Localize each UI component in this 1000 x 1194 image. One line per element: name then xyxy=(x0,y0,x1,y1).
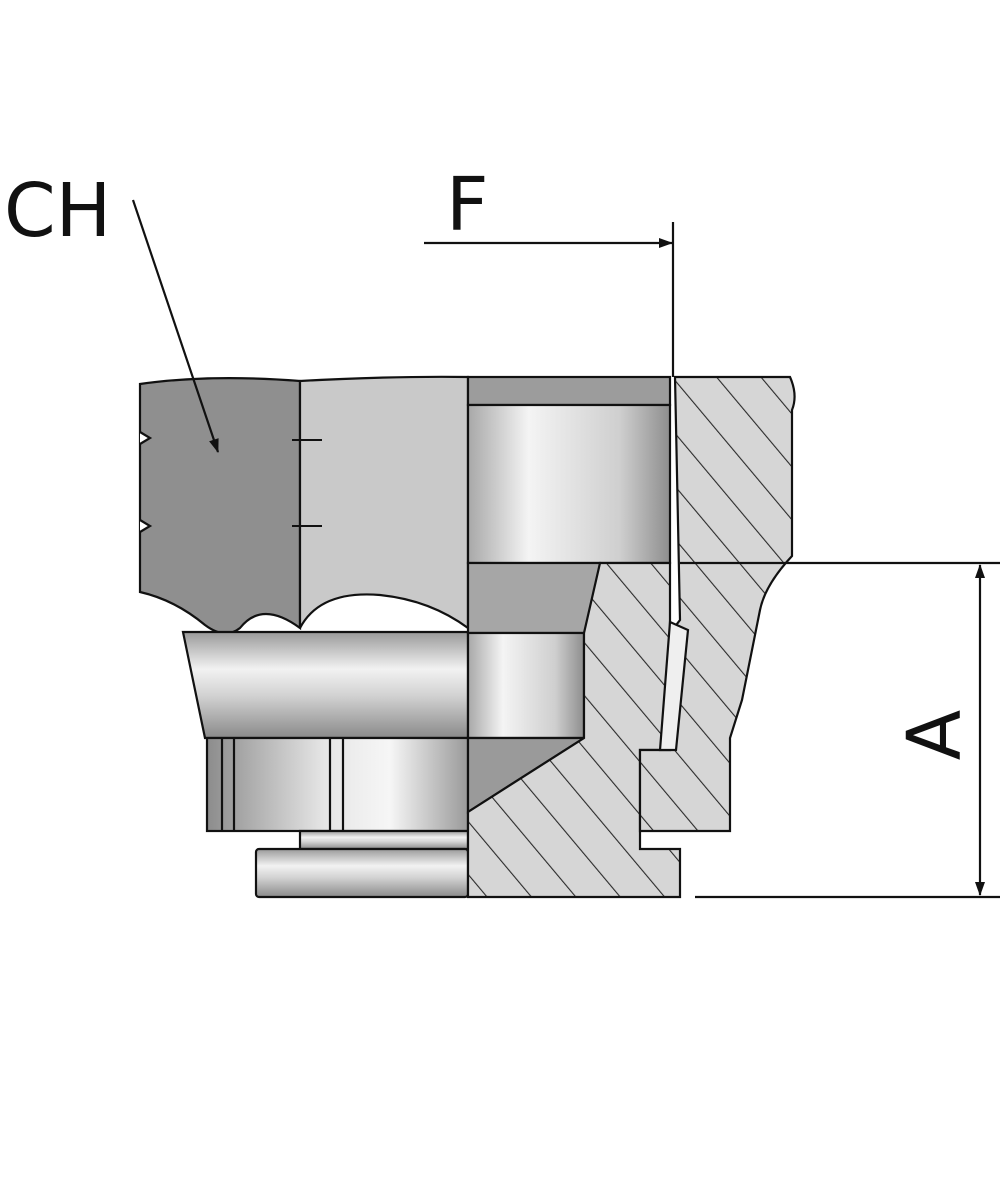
groove xyxy=(298,829,470,851)
hex-face-light xyxy=(298,375,470,631)
f-label: F xyxy=(446,162,489,248)
hex-notch-lower xyxy=(139,519,153,533)
lower-collar xyxy=(205,736,470,833)
a-label: A xyxy=(892,709,978,760)
seal-detail xyxy=(658,620,690,752)
bottom-flange xyxy=(254,847,470,899)
top-chamfer-band xyxy=(466,375,672,407)
middle-bore xyxy=(466,631,586,740)
hex-face-dark xyxy=(138,377,302,635)
ch-leader-arrow xyxy=(131,199,220,453)
interior-bore-view xyxy=(466,375,672,815)
hex-notch-upper xyxy=(139,431,153,445)
bore-step xyxy=(466,561,602,635)
upper-bore xyxy=(466,403,672,565)
tapered-neck xyxy=(181,630,470,740)
dimensions xyxy=(131,199,1000,899)
exterior-view xyxy=(138,375,470,899)
section-view xyxy=(466,375,796,899)
ch-label: CH xyxy=(4,168,111,254)
